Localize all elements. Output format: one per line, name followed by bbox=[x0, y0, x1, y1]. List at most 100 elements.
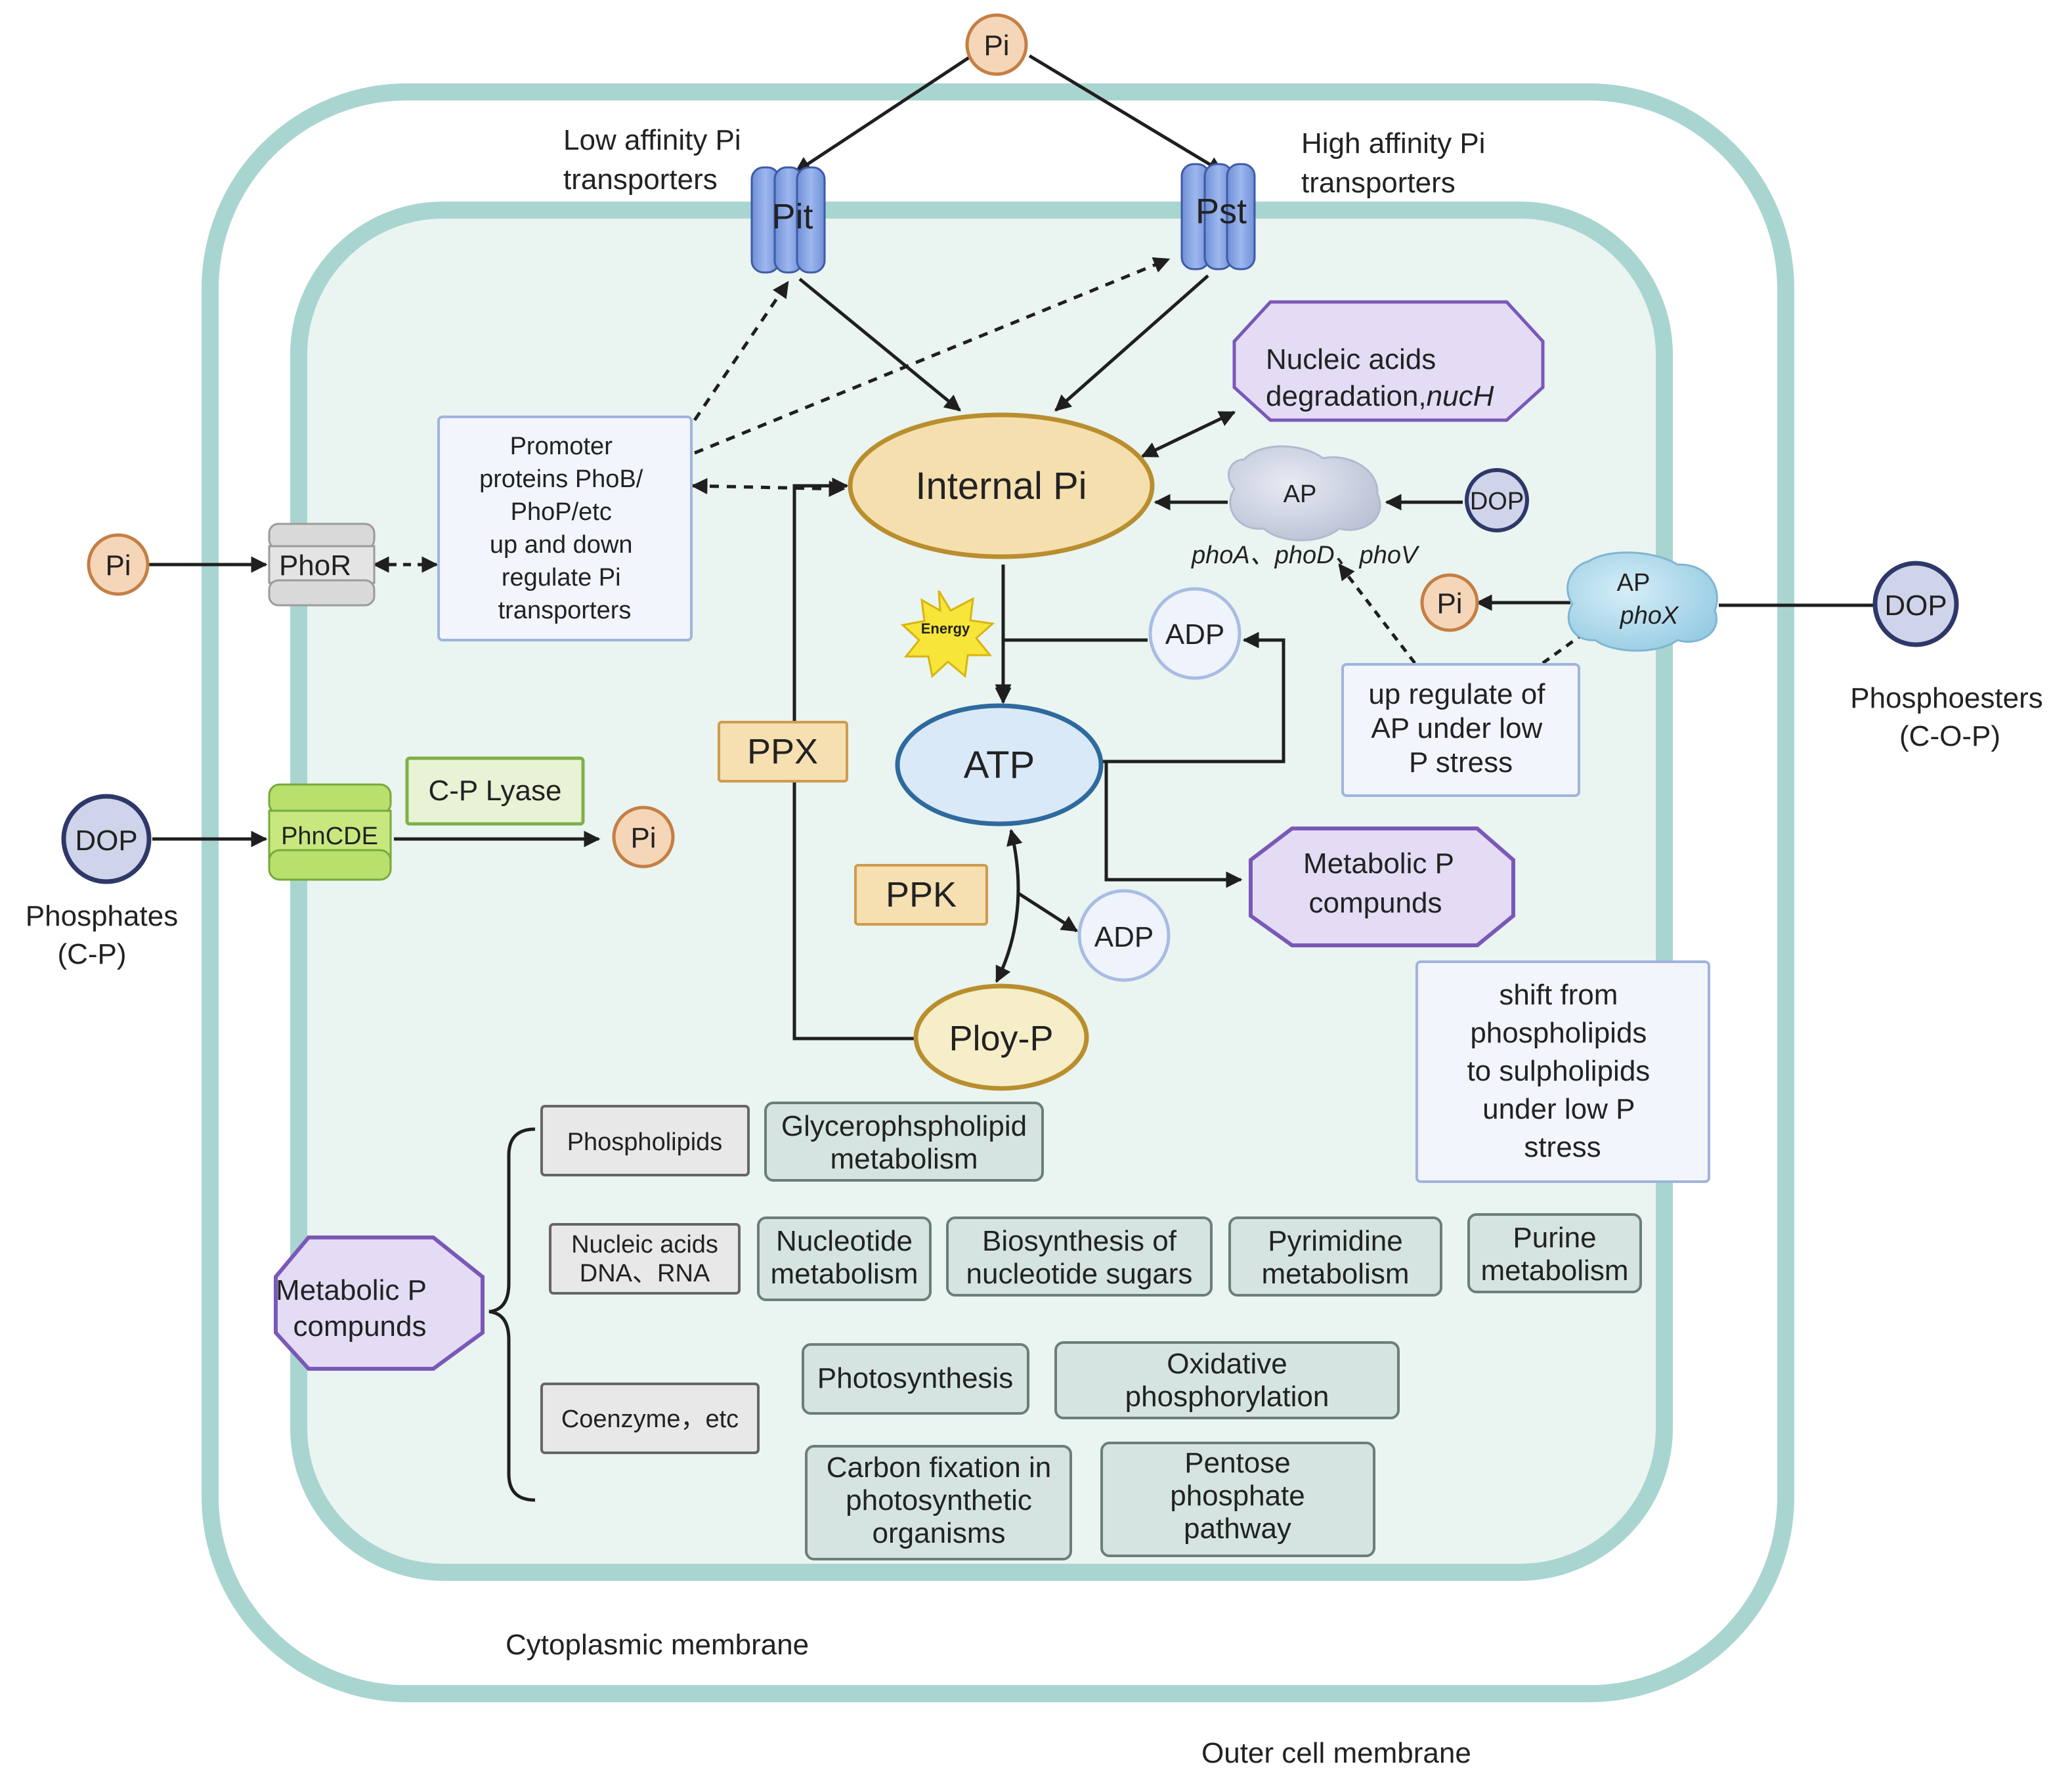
phosphates-label-2: (C-P) bbox=[57, 938, 126, 970]
internal-pi-label: Internal Pi bbox=[915, 465, 1087, 507]
pathway-photosynthesis: Photosynthesis bbox=[802, 1343, 1029, 1415]
oxidative-label-2: phosphorylation bbox=[1125, 1381, 1329, 1413]
membrane-channel-icon bbox=[268, 783, 392, 881]
ppk-label: PPK bbox=[886, 875, 957, 914]
dop-right-label: DOP bbox=[1884, 590, 1947, 622]
pst-transporter: Pst bbox=[1180, 163, 1256, 270]
ploy-p-node: Ploy-P bbox=[913, 983, 1089, 1091]
metabolic-left-label-1: Metabolic P bbox=[276, 1274, 427, 1306]
phncde-label: PhnCDE bbox=[281, 823, 378, 850]
ap-phox-enzyme: AP phoX bbox=[1566, 551, 1718, 652]
carbon-label-2: photosynthetic bbox=[846, 1484, 1032, 1516]
pi-right-label: Pi bbox=[1436, 588, 1462, 620]
ppx-label: PPX bbox=[747, 732, 818, 771]
shift-lipids-text: shift from phospholipids to sulpholipids… bbox=[1467, 979, 1658, 1163]
membrane-channel-icon bbox=[1180, 163, 1256, 270]
arrow-pi-to-pst bbox=[1028, 54, 1224, 174]
pathway-pentose: Pentose phosphate pathway bbox=[1100, 1442, 1375, 1557]
metabolic-p-left: Metabolic P compunds bbox=[274, 1235, 485, 1371]
carbon-label-3: organisms bbox=[873, 1517, 1006, 1549]
promoter-text: Promoter proteins PhoB/ PhoP/etc up and … bbox=[479, 433, 650, 624]
adp-top-label: ADP bbox=[1165, 618, 1224, 651]
phosphoesters-label-1: Phosphoesters bbox=[1850, 682, 2043, 714]
enzyme-blob-icon bbox=[1227, 445, 1381, 542]
phospholipids-box: Phospholipids bbox=[540, 1105, 750, 1176]
dop-inner-label: DOP bbox=[1470, 488, 1524, 515]
up-regulate-text: up regulate of AP under low P stress bbox=[1368, 678, 1553, 779]
photosynthesis-label: Photosynthesis bbox=[817, 1362, 1013, 1394]
promoter-proteins-box: Promoter proteins PhoB/ PhoP/etc up and … bbox=[437, 416, 693, 641]
dop-left-label: DOP bbox=[75, 825, 137, 857]
pathway-glycerophospholipid: Glycerophspholipid metabolism bbox=[764, 1102, 1044, 1182]
ploy-p-label: Ploy-P bbox=[949, 1019, 1053, 1058]
arrow-atp-polyp bbox=[995, 828, 1023, 983]
nucleic-acids-degradation: Nucleic acids degradation,nucH bbox=[1232, 300, 1545, 422]
ppx-enzyme: PPX bbox=[718, 721, 848, 783]
pst-label: Pst bbox=[1196, 192, 1247, 231]
atp-node: ATP bbox=[895, 703, 1104, 827]
pathway-purine: Purine metabolism bbox=[1467, 1213, 1642, 1293]
high-affinity-label-1: High affinity Pi bbox=[1301, 127, 1485, 160]
phor-receptor: PhoR bbox=[268, 523, 376, 607]
adp-bottom-label: ADP bbox=[1094, 921, 1154, 953]
pathway-oxidative: Oxidative phosphorylation bbox=[1054, 1341, 1400, 1419]
pi-left-node: Pi bbox=[87, 533, 150, 596]
cp-lyase-label: C-P Lyase bbox=[429, 775, 562, 807]
phospholipids-label: Phospholipids bbox=[567, 1128, 723, 1156]
pyrimidine-label-2: metabolism bbox=[1262, 1258, 1410, 1290]
nucleic-degradation-label-2: degradation,nucH bbox=[1266, 380, 1494, 412]
pi-phn-label: Pi bbox=[630, 822, 656, 854]
metabolic-p-right: Metabolic P compunds bbox=[1249, 827, 1515, 947]
pyrimidine-label-1: Pyrimidine bbox=[1268, 1225, 1402, 1257]
cp-lyase-box: C-P Lyase bbox=[405, 756, 585, 826]
arrow-atp-to-adp bbox=[1103, 632, 1285, 763]
arrow-pi-to-pit bbox=[794, 54, 973, 174]
phosphoesters-label-2: (C-O-P) bbox=[1899, 720, 2000, 752]
up-regulate-box: up regulate of AP under low P stress bbox=[1341, 663, 1580, 797]
metabolic-right-label-1: Metabolic P bbox=[1303, 848, 1454, 880]
outer-cell-membrane-label: Outer cell membrane bbox=[1201, 1737, 1471, 1769]
adp-bottom-node: ADP bbox=[1077, 889, 1171, 982]
arrow-atp-to-metabolic bbox=[1103, 760, 1243, 888]
nucleic-degradation-label-1: Nucleic acids bbox=[1266, 343, 1436, 376]
purine-label-1: Purine bbox=[1513, 1222, 1596, 1254]
pathway-nucleotide: Nucleotide metabolism bbox=[757, 1216, 932, 1301]
metabolic-left-label-2: compunds bbox=[293, 1310, 426, 1343]
adp-top-node: ADP bbox=[1148, 587, 1241, 680]
pentose-label-3: pathway bbox=[1184, 1513, 1291, 1545]
high-affinity-label-2: transporters bbox=[1301, 167, 1456, 199]
oxidative-label-1: Oxidative bbox=[1167, 1348, 1287, 1380]
ap-inner-enzyme: AP bbox=[1227, 445, 1381, 542]
arrow-ppk-to-adp bbox=[1016, 891, 1079, 933]
ap-outer-label: AP bbox=[1617, 569, 1651, 597]
arrow-pit-to-internal-pi bbox=[798, 278, 961, 412]
cytoplasmic-membrane-label: Cytoplasmic membrane bbox=[506, 1629, 809, 1661]
brace bbox=[488, 1127, 536, 1502]
arrow-pst-to-internal-pi bbox=[1054, 274, 1209, 412]
biosynthesis-label-2: nucleotide sugars bbox=[966, 1258, 1193, 1290]
arrow-adp-to-atp bbox=[995, 638, 1148, 701]
nucleic-acids-dna-box: Nucleic acids DNA、RNA bbox=[549, 1223, 741, 1295]
ap-inner-label: AP bbox=[1284, 481, 1317, 508]
membrane-channel-icon bbox=[268, 523, 376, 607]
energy-label: Energy bbox=[921, 620, 970, 637]
dop-inner-node: DOP bbox=[1465, 468, 1529, 532]
phosphates-label-1: Phosphates bbox=[26, 900, 178, 932]
low-affinity-label-1: Low affinity Pi bbox=[563, 124, 741, 156]
dop-left-node: DOP bbox=[61, 794, 152, 884]
coenzyme-label: Coenzyme，etc bbox=[561, 1406, 739, 1433]
membrane-channel-icon bbox=[750, 166, 826, 274]
pentose-label-2: phosphate bbox=[1170, 1480, 1305, 1512]
energy-burst-icon: Energy bbox=[900, 590, 995, 678]
phncde-transporter: PhnCDE bbox=[268, 783, 392, 881]
dop-right-node: DOP bbox=[1872, 561, 1959, 647]
metabolic-right-label-2: compunds bbox=[1308, 887, 1442, 919]
pathway-pyrimidine: Pyrimidine metabolism bbox=[1228, 1216, 1442, 1297]
carbon-label-1: Carbon fixation in bbox=[827, 1451, 1051, 1484]
connectors bbox=[148, 54, 1876, 1041]
pi-left-label: Pi bbox=[105, 549, 131, 582]
glycero-label-1: Glycerophspholipid bbox=[781, 1110, 1027, 1142]
pathway-biosynthesis: Biosynthesis of nucleotide sugars bbox=[946, 1216, 1213, 1297]
ppk-enzyme: PPK bbox=[854, 864, 988, 926]
atp-label: ATP bbox=[964, 744, 1035, 786]
